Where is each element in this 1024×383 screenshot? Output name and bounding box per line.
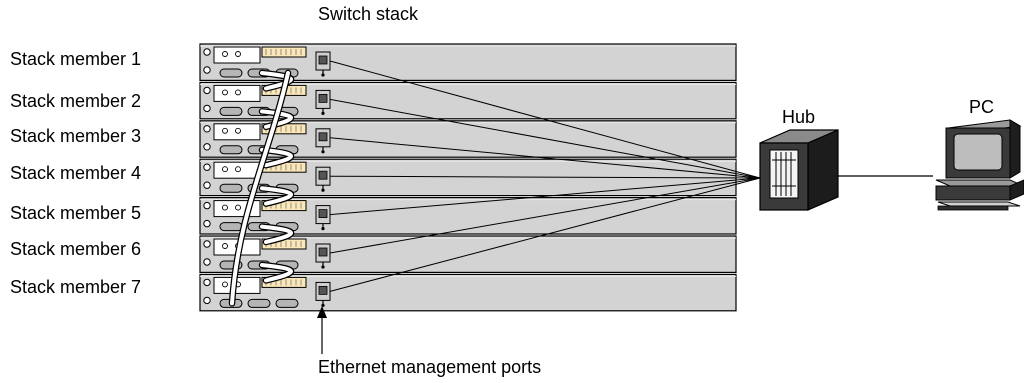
mgmt-link-1 — [329, 60, 761, 179]
stack-member-label-6: Stack member 6 — [10, 239, 142, 259]
stack-cable-3-core — [260, 147, 293, 168]
stack-member-label-2: Stack member 2 — [10, 91, 142, 111]
stack-cable-5-core — [260, 224, 293, 244]
mgmt-link-2 — [329, 98, 761, 179]
management-links — [329, 60, 761, 292]
hub-label: Hub — [782, 107, 816, 127]
pc-label: PC — [969, 97, 995, 117]
mgmt-link-7 — [329, 177, 761, 292]
mgmt-link-5 — [329, 177, 761, 216]
ethernet-ports-label: Ethernet management ports — [318, 357, 542, 377]
stack-member-7 — [199, 273, 737, 312]
stack-cable-1-core — [260, 71, 293, 91]
mgmt-link-4 — [329, 175, 761, 179]
stack-member-label-4: Stack member 4 — [10, 163, 142, 183]
stack-cable-6-core — [260, 263, 293, 283]
stack-return-cable-core — [230, 71, 290, 306]
stack-member-label-5: Stack member 5 — [10, 203, 142, 223]
mgmt-link-3 — [329, 137, 761, 179]
stack-member-label-3: Stack member 3 — [10, 126, 142, 146]
switch-stack-title: Switch stack — [318, 4, 419, 24]
stack-member-1 — [199, 43, 737, 82]
stack-cable-4-core — [260, 186, 293, 206]
stack-member-label-1: Stack member 1 — [10, 49, 142, 69]
hub-icon — [759, 129, 839, 211]
stack-cables — [228, 69, 295, 307]
stack-member-label-7: Stack member 7 — [10, 277, 142, 297]
pc-icon — [935, 119, 1024, 211]
ports-pointer-arrow — [317, 306, 327, 354]
mgmt-link-6 — [329, 177, 761, 254]
